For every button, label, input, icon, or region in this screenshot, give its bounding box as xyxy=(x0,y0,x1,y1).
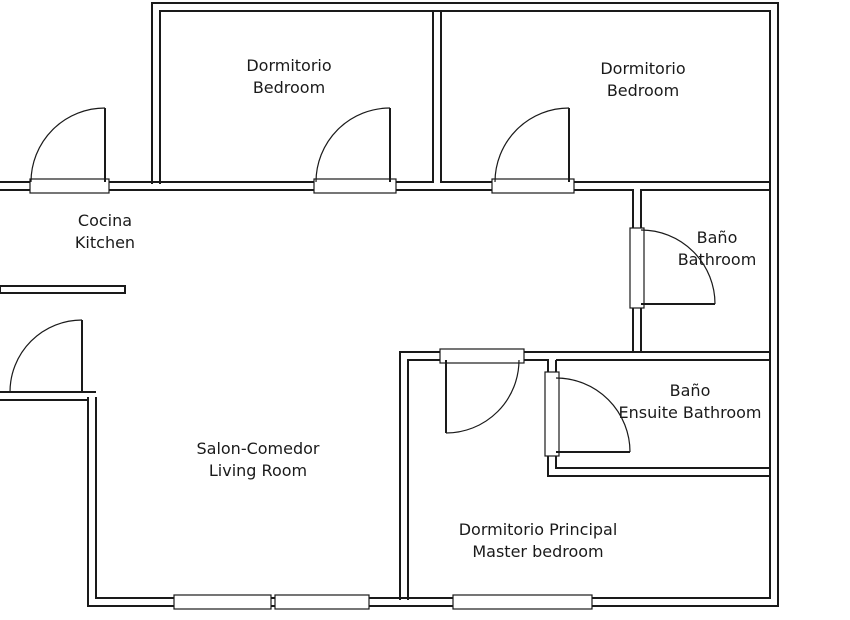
doors xyxy=(9,107,716,453)
room-label-master-bedroom: Dormitorio Principal Master bedroom xyxy=(459,519,618,563)
room-label-kitchen: Cocina Kitchen xyxy=(75,210,135,254)
kitchen-counter xyxy=(0,285,126,294)
room-label-bedroom-2: Dormitorio Bedroom xyxy=(600,58,685,102)
windows xyxy=(29,178,645,610)
room-name-spanish: Baño xyxy=(669,381,711,400)
room-name-spanish: Baño xyxy=(696,228,738,247)
room-name-english: Ensuite Bathroom xyxy=(618,403,762,422)
room-name-spanish: Dormitorio xyxy=(600,59,686,78)
room-name-english: Bathroom xyxy=(677,250,757,269)
room-label-living-room: Salon-Comedor Living Room xyxy=(196,438,319,482)
room-name-english: Kitchen xyxy=(74,233,136,252)
room-name-english: Bedroom xyxy=(252,78,326,97)
room-name-spanish: Dormitorio Principal xyxy=(458,520,618,539)
room-name-english: Bedroom xyxy=(606,81,680,100)
room-label-ensuite: Baño Ensuite Bathroom xyxy=(619,380,762,424)
room-name-spanish: Dormitorio xyxy=(246,56,332,75)
room-label-bathroom: Baño Bathroom xyxy=(678,227,757,271)
room-name-spanish: Cocina xyxy=(77,211,133,230)
room-name-english: Master bedroom xyxy=(472,542,604,561)
room-name-english: Living Room xyxy=(208,461,308,480)
outer-walls xyxy=(87,2,779,607)
room-name-spanish: Salon-Comedor xyxy=(196,439,320,458)
room-label-bedroom-1: Dormitorio Bedroom xyxy=(246,55,331,99)
